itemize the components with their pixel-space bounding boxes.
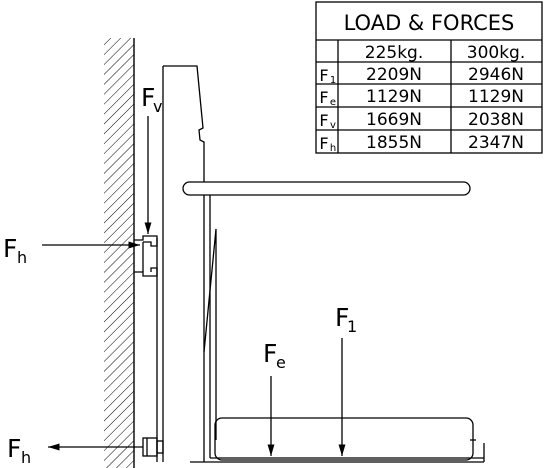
column-header: 225kg. (365, 43, 424, 63)
table-title: LOAD & FORCES (344, 11, 515, 35)
column-header: 300kg. (467, 43, 526, 63)
table-cell: 1855N (366, 133, 422, 153)
force-arrows (42, 116, 346, 456)
row-label-sub: h (330, 143, 336, 154)
fe-sub: e (276, 353, 286, 372)
f1-sub: 1 (347, 317, 357, 336)
fe-label: F (263, 339, 277, 368)
row-label: F (319, 134, 328, 153)
fh-top-label: F (3, 234, 17, 263)
handle-rail (182, 181, 471, 196)
force-labels: F v F h F h F e F 1 (3, 83, 357, 467)
table-cell: 1129N (468, 87, 524, 107)
fv-sub: v (153, 97, 162, 116)
table-cell: 2038N (468, 110, 524, 130)
row-label-sub: 1 (330, 75, 336, 86)
fh-bottom-label: F (7, 434, 21, 463)
wall-hatching (104, 38, 134, 468)
f1-label: F (335, 303, 349, 332)
row-label-sub: v (330, 120, 336, 131)
table-cell: 2347N (468, 133, 524, 153)
fh-top-sub: h (17, 248, 27, 267)
load-forces-table: LOAD & FORCES 225kg. 300kg. F 1 2209N 29… (315, 1, 543, 154)
lower-bracket (142, 437, 164, 457)
table-cell: 1129N (366, 87, 422, 107)
mast (156, 65, 217, 462)
platform (190, 417, 485, 463)
wall (104, 38, 135, 468)
row-label: F (319, 88, 328, 107)
row-label: F (319, 111, 328, 130)
fv-label: F (141, 83, 155, 112)
table-cell: 1669N (366, 110, 422, 130)
row-label-sub: e (330, 97, 336, 108)
upper-bracket (134, 235, 158, 277)
table-cell: 2209N (366, 65, 422, 85)
table-cell: 2946N (468, 65, 524, 85)
fh-bottom-sub: h (21, 448, 31, 467)
row-label: F (319, 66, 328, 85)
